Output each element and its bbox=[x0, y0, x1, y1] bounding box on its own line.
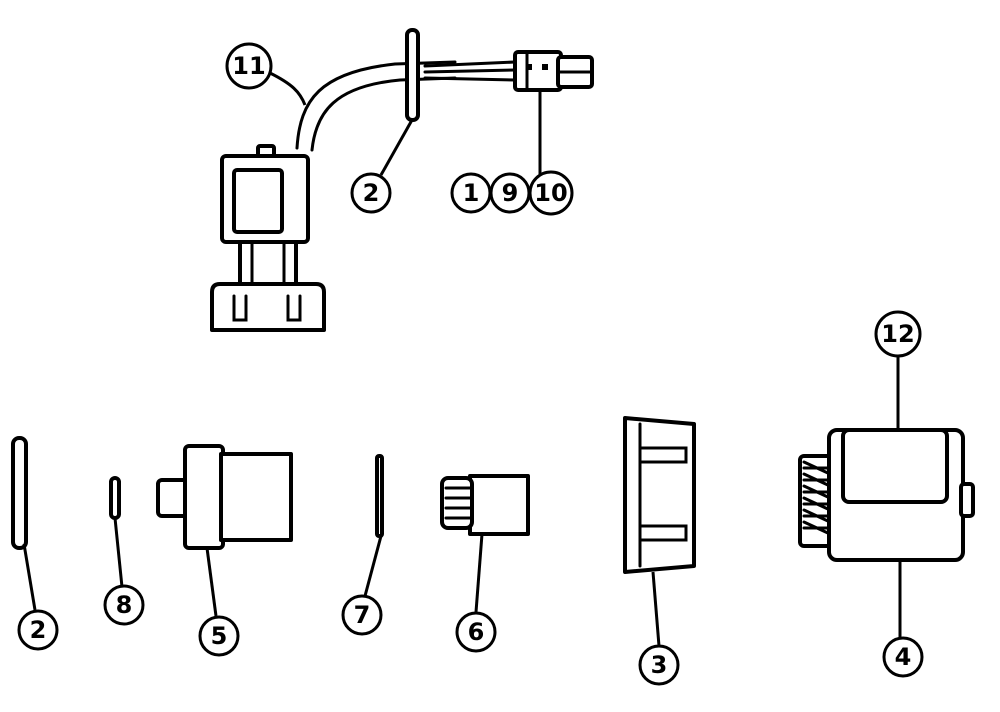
cable bbox=[295, 60, 457, 150]
leader-lines bbox=[22, 71, 902, 647]
connector bbox=[513, 50, 594, 92]
callout-1: 1 bbox=[450, 172, 492, 214]
callout-8-label: 8 bbox=[116, 591, 133, 619]
callout-2-bottom-label: 2 bbox=[30, 616, 47, 644]
housing-5 bbox=[156, 444, 293, 550]
callout-2-bottom: 2 bbox=[17, 609, 59, 651]
callout-7-label: 7 bbox=[354, 601, 371, 629]
callout-6: 6 bbox=[455, 611, 497, 653]
coil-4 bbox=[798, 428, 975, 562]
callout-4: 4 bbox=[882, 636, 924, 678]
callout-9: 9 bbox=[489, 172, 531, 214]
callout-12: 12 bbox=[874, 310, 922, 358]
callout-10: 10 bbox=[528, 170, 574, 216]
callout-2-top: 2 bbox=[350, 172, 392, 214]
callout-5-label: 5 bbox=[211, 622, 228, 650]
callout-5: 5 bbox=[198, 615, 240, 657]
callout-2-top-label: 2 bbox=[363, 179, 380, 207]
callout-11-label: 11 bbox=[232, 52, 265, 80]
callout-3-label: 3 bbox=[651, 651, 668, 679]
callout-4-label: 4 bbox=[895, 643, 912, 671]
core-6 bbox=[440, 474, 530, 536]
callout-12-label: 12 bbox=[881, 320, 914, 348]
seal-2 bbox=[11, 436, 28, 550]
nut-3 bbox=[623, 416, 696, 574]
callout-3: 3 bbox=[638, 644, 680, 686]
callout-9-label: 9 bbox=[502, 179, 519, 207]
rod-7 bbox=[375, 454, 384, 538]
callout-11: 11 bbox=[225, 42, 273, 90]
callout-7: 7 bbox=[341, 594, 383, 636]
grommet-top bbox=[405, 28, 420, 122]
callout-6-label: 6 bbox=[468, 618, 485, 646]
callout-1-label: 1 bbox=[463, 179, 480, 207]
callout-8: 8 bbox=[103, 584, 145, 626]
valve-assembly bbox=[210, 28, 594, 332]
wires bbox=[423, 60, 517, 82]
valve-body bbox=[238, 240, 298, 288]
pin-8 bbox=[109, 476, 121, 520]
valve-nut bbox=[210, 282, 326, 332]
callout-10-label: 10 bbox=[534, 179, 567, 207]
